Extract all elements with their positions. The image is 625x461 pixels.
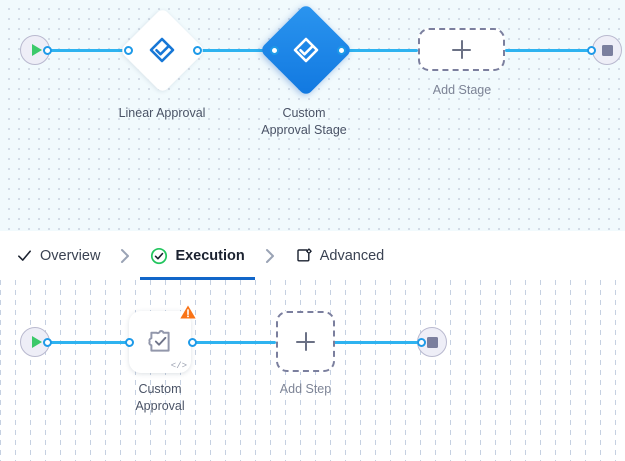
step-node-custom-approval[interactable]: </> (129, 305, 196, 373)
window-gear-icon (295, 247, 313, 265)
custom-approval-input-handle[interactable] (125, 338, 134, 347)
step-start-output-handle[interactable] (43, 338, 52, 347)
plus-icon (452, 40, 471, 59)
stage-node-linear-approval[interactable] (118, 6, 206, 94)
add-stage-label: Add Stage (432, 83, 492, 97)
stop-icon (426, 336, 438, 348)
stage-end-input-handle[interactable] (587, 46, 596, 55)
edge-add-step-to-end (334, 341, 418, 344)
stage-designer-canvas[interactable]: Linear Approval Custom Approval Stage Ad… (0, 0, 625, 231)
custom-approval-output-handle[interactable] (188, 338, 197, 347)
custom-stage-output-handle[interactable] (337, 46, 346, 55)
edge-start-to-custom-approval (44, 341, 130, 344)
tab-label: Advanced (319, 247, 385, 264)
step-node-label: Custom Approval (135, 382, 185, 413)
approval-check-diamond-icon (149, 37, 175, 63)
check-circle-green-icon (150, 247, 168, 265)
stage-node-label: Custom Approval Stage (261, 106, 347, 137)
linear-approval-input-handle[interactable] (124, 46, 133, 55)
chevron-right-icon (118, 247, 132, 265)
add-step-label: Add Step (279, 382, 332, 396)
edge-custom-approval-to-add-step (192, 341, 276, 344)
chevron-right-icon (263, 247, 277, 265)
plus-icon (296, 332, 315, 351)
workflow-tabs: Overview Execution (0, 231, 625, 280)
edge-add-stage-to-end (505, 49, 590, 52)
check-icon (15, 247, 33, 265)
stage-node-custom-approval-stage[interactable] (259, 3, 353, 97)
edge-linear-approval-to-custom-stage (196, 49, 274, 52)
step-designer-canvas[interactable]: </> Custom Approval Add Step (0, 280, 625, 461)
tab-overview[interactable]: Overview (13, 231, 102, 280)
stage-start-output-handle[interactable] (43, 46, 52, 55)
add-stage-button[interactable] (418, 28, 505, 71)
play-icon (31, 336, 42, 348)
approval-check-diamond-icon (293, 37, 319, 63)
edge-start-to-linear-approval (44, 49, 127, 52)
stop-icon (601, 44, 613, 56)
stage-node-label: Linear Approval (118, 106, 206, 120)
step-end-input-handle[interactable] (417, 338, 426, 347)
tab-advanced[interactable]: Advanced (293, 231, 387, 280)
linear-approval-output-handle[interactable] (193, 46, 202, 55)
tab-label: Execution (175, 247, 245, 264)
warning-triangle-icon (180, 305, 196, 319)
play-icon (31, 44, 42, 56)
tab-label: Overview (40, 247, 101, 264)
edge-custom-stage-to-add-stage (338, 49, 418, 52)
stage-end-node[interactable] (592, 35, 622, 65)
custom-approval-task-icon (148, 330, 170, 352)
add-step-button[interactable] (276, 311, 335, 372)
tab-execution[interactable]: Execution (140, 231, 256, 280)
custom-stage-input-handle[interactable] (270, 46, 279, 55)
code-glyph: </> (170, 361, 187, 371)
